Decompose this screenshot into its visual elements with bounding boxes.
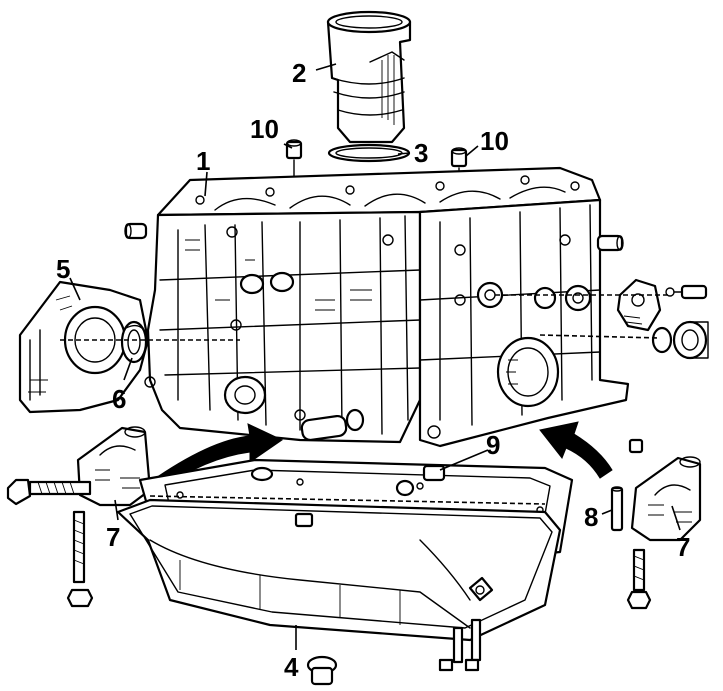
main-bearing-cap-left [76, 426, 152, 507]
callout-10-left: 10 [250, 114, 279, 144]
callout-5: 5 [56, 254, 70, 284]
callout-9: 9 [486, 430, 500, 460]
assembly-arrow-right [539, 421, 613, 479]
side-bracket [616, 278, 662, 332]
dowel-sleeve-left [285, 139, 303, 183]
gasket-plug [250, 466, 274, 482]
leader-lines [69, 63, 681, 650]
callout-3: 3 [414, 138, 428, 168]
callout-2: 2 [292, 58, 306, 88]
seal-axis-line-right [539, 334, 661, 339]
bracket-bolt [665, 284, 708, 300]
small-sleeve [628, 438, 644, 454]
cap-bolt-horizontal [6, 478, 92, 506]
cap-bolt-vertical-left [66, 510, 94, 608]
main-bearing-cap-right [630, 456, 702, 542]
dowel-pin [610, 486, 624, 532]
cylinder-liner [326, 10, 412, 144]
rear-seal-cover [18, 280, 150, 414]
callout-1: 1 [196, 146, 210, 176]
cap-bolt-vertical-right [626, 548, 652, 610]
oil-drain-plug-small [395, 464, 446, 497]
callout-10-right: 10 [480, 126, 509, 156]
callout-8: 8 [584, 502, 598, 532]
callout-4: 4 [284, 652, 299, 682]
callout-6: 6 [112, 384, 126, 414]
plug-right-top [596, 234, 624, 252]
front-crank-seal [651, 320, 709, 360]
cylinder-block [144, 166, 630, 448]
drain-plug-assembly [306, 576, 494, 686]
crankshaft-seal [120, 320, 149, 364]
callout-7-left: 7 [106, 522, 120, 552]
core-plug-left [124, 222, 148, 240]
oil-pan [116, 498, 562, 642]
dowel-sleeve-right [450, 147, 468, 201]
liner-o-ring [327, 143, 411, 163]
callout-7-right: 7 [676, 532, 690, 562]
